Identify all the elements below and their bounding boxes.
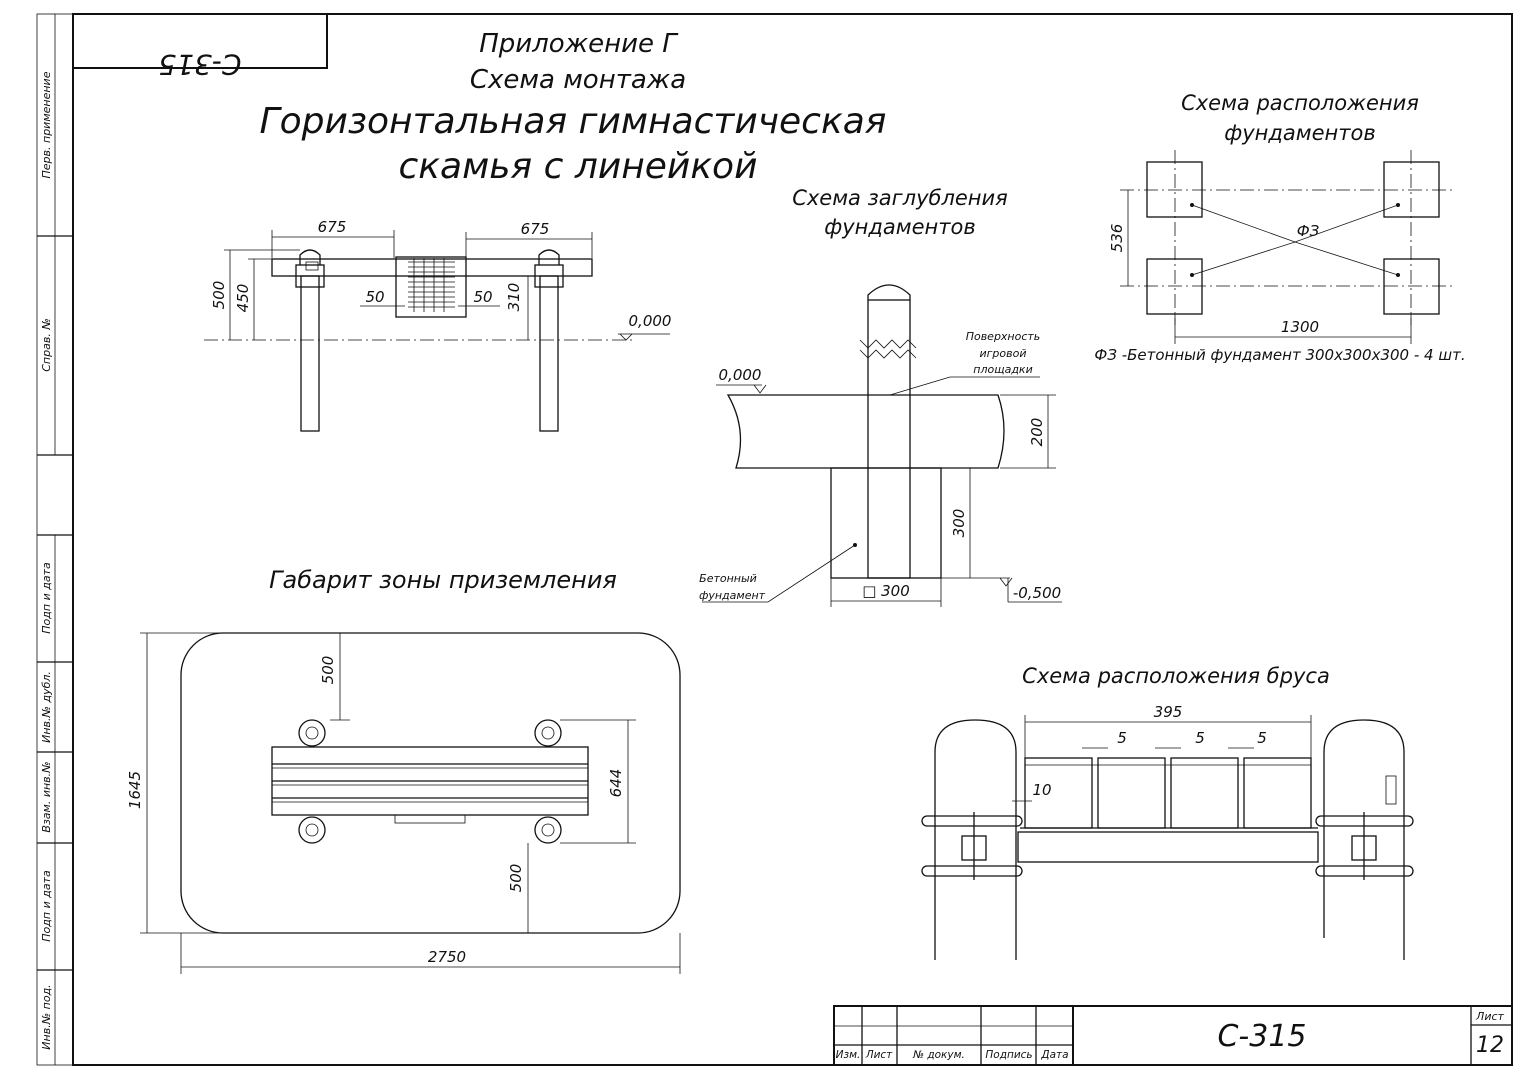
stamp-repl-inv: Взам. инв.№ bbox=[40, 761, 53, 832]
dim-50-right: 50 bbox=[473, 288, 492, 306]
dim-500-top: 500 bbox=[319, 656, 337, 685]
depth-scheme: Схема заглубления фундаментов Поверхност… bbox=[699, 186, 1062, 607]
dim-50-left: 50 bbox=[365, 288, 384, 306]
dim-1300: 1300 bbox=[1281, 318, 1319, 336]
tb-date: Дата bbox=[1040, 1049, 1068, 1061]
scheme-label: Схема монтажа bbox=[470, 65, 686, 95]
surface-label-1: Поверхность bbox=[966, 330, 1041, 343]
foundation-note: ФЗ -Бетонный фундамент 300х300х300 - 4 ш… bbox=[1094, 346, 1465, 364]
tb-sheet-number: 12 bbox=[1476, 1033, 1504, 1058]
stamp-ref-no: Справ. № bbox=[40, 318, 53, 372]
surface-label-3: площадки bbox=[973, 363, 1032, 376]
landing-title: Габарит зоны приземления bbox=[269, 566, 617, 594]
stamp-dup-inv: Инв.№ дубл. bbox=[40, 671, 53, 743]
tb-sheet-label: Лист bbox=[1475, 1010, 1504, 1023]
front-level: 0,000 bbox=[629, 312, 672, 330]
stamp-sign-date-1: Подп и дата bbox=[40, 562, 53, 634]
beam-title: Схема расположения бруса bbox=[1022, 664, 1330, 688]
dim-500-bottom: 500 bbox=[507, 864, 525, 893]
dim-square-300: □ 300 bbox=[862, 582, 910, 600]
dim-5-b: 5 bbox=[1195, 729, 1205, 747]
depth-title-2: фундаментов bbox=[824, 215, 975, 239]
main-title-line1: Горизонтальная гимнастическая bbox=[260, 101, 887, 142]
fz-label: ФЗ bbox=[1297, 222, 1320, 240]
stamp-first-use: Перв. применение bbox=[40, 71, 53, 178]
depth-title-1: Схема заглубления bbox=[792, 186, 1008, 210]
tb-sign: Подпись bbox=[985, 1049, 1032, 1061]
dim-310: 310 bbox=[505, 283, 523, 312]
dim-5-a: 5 bbox=[1117, 729, 1127, 747]
tb-code: С-315 bbox=[1217, 1019, 1306, 1054]
depth-level-bottom: -0,500 bbox=[1013, 584, 1061, 602]
dim-300-vertical: 300 bbox=[950, 509, 968, 538]
depth-level-top: 0,000 bbox=[719, 366, 762, 384]
beam-layout: Схема расположения бруса 395 5 5 5 bbox=[921, 664, 1414, 960]
drawing-frame bbox=[72, 13, 1513, 1066]
foundation-label-2: фундамент bbox=[699, 589, 766, 602]
landing-zone: Габарит зоны приземления 500 1645 644 50… bbox=[126, 566, 681, 974]
stamp-orig-inv: Инв.№ под. bbox=[40, 984, 53, 1049]
front-view: 0,000 675 675 500 450 310 50 50 bbox=[204, 218, 672, 432]
foundation-label-1: Бетонный bbox=[699, 572, 757, 585]
foundation-title-2: фундаментов bbox=[1224, 121, 1375, 145]
dim-644: 644 bbox=[607, 769, 625, 798]
foundation-title-1: Схема расположения bbox=[1181, 91, 1419, 115]
mirrored-code: С-315 bbox=[158, 48, 241, 81]
ruler-ticks bbox=[408, 258, 455, 312]
dim-200: 200 bbox=[1028, 418, 1046, 447]
dim-10: 10 bbox=[1032, 781, 1051, 799]
appendix-label: Приложение Г bbox=[479, 29, 679, 59]
dim-395: 395 bbox=[1154, 703, 1183, 721]
surface-label-2: игровой bbox=[979, 347, 1026, 360]
dim-675-left: 675 bbox=[318, 218, 347, 236]
dim-536: 536 bbox=[1108, 224, 1126, 253]
title-block: Изм. Лист № докум. Подпись Дата С-315 Ли… bbox=[833, 1005, 1513, 1066]
tb-list: Лист bbox=[865, 1049, 893, 1061]
stamp-sign-date-2: Подп и дата bbox=[40, 870, 53, 942]
main-title-line2: скамья с линейкой bbox=[399, 146, 758, 187]
dim-1645: 1645 bbox=[126, 771, 144, 809]
dim-2750: 2750 bbox=[428, 948, 466, 966]
dim-500: 500 bbox=[210, 281, 228, 310]
side-stamp: Перв. применение Справ. № Подп и дата Ин… bbox=[37, 14, 73, 1065]
dim-675-right: 675 bbox=[521, 220, 550, 238]
mirrored-stamp: С-315 bbox=[73, 14, 328, 81]
dim-5-c: 5 bbox=[1257, 729, 1267, 747]
foundation-layout: Схема расположения фундаментов ФЗ 536 13… bbox=[1094, 91, 1465, 364]
tb-doc: № докум. bbox=[912, 1049, 965, 1061]
tb-izm: Изм. bbox=[836, 1049, 861, 1061]
dim-450: 450 bbox=[234, 284, 252, 313]
outer-border bbox=[36, 13, 1513, 1066]
